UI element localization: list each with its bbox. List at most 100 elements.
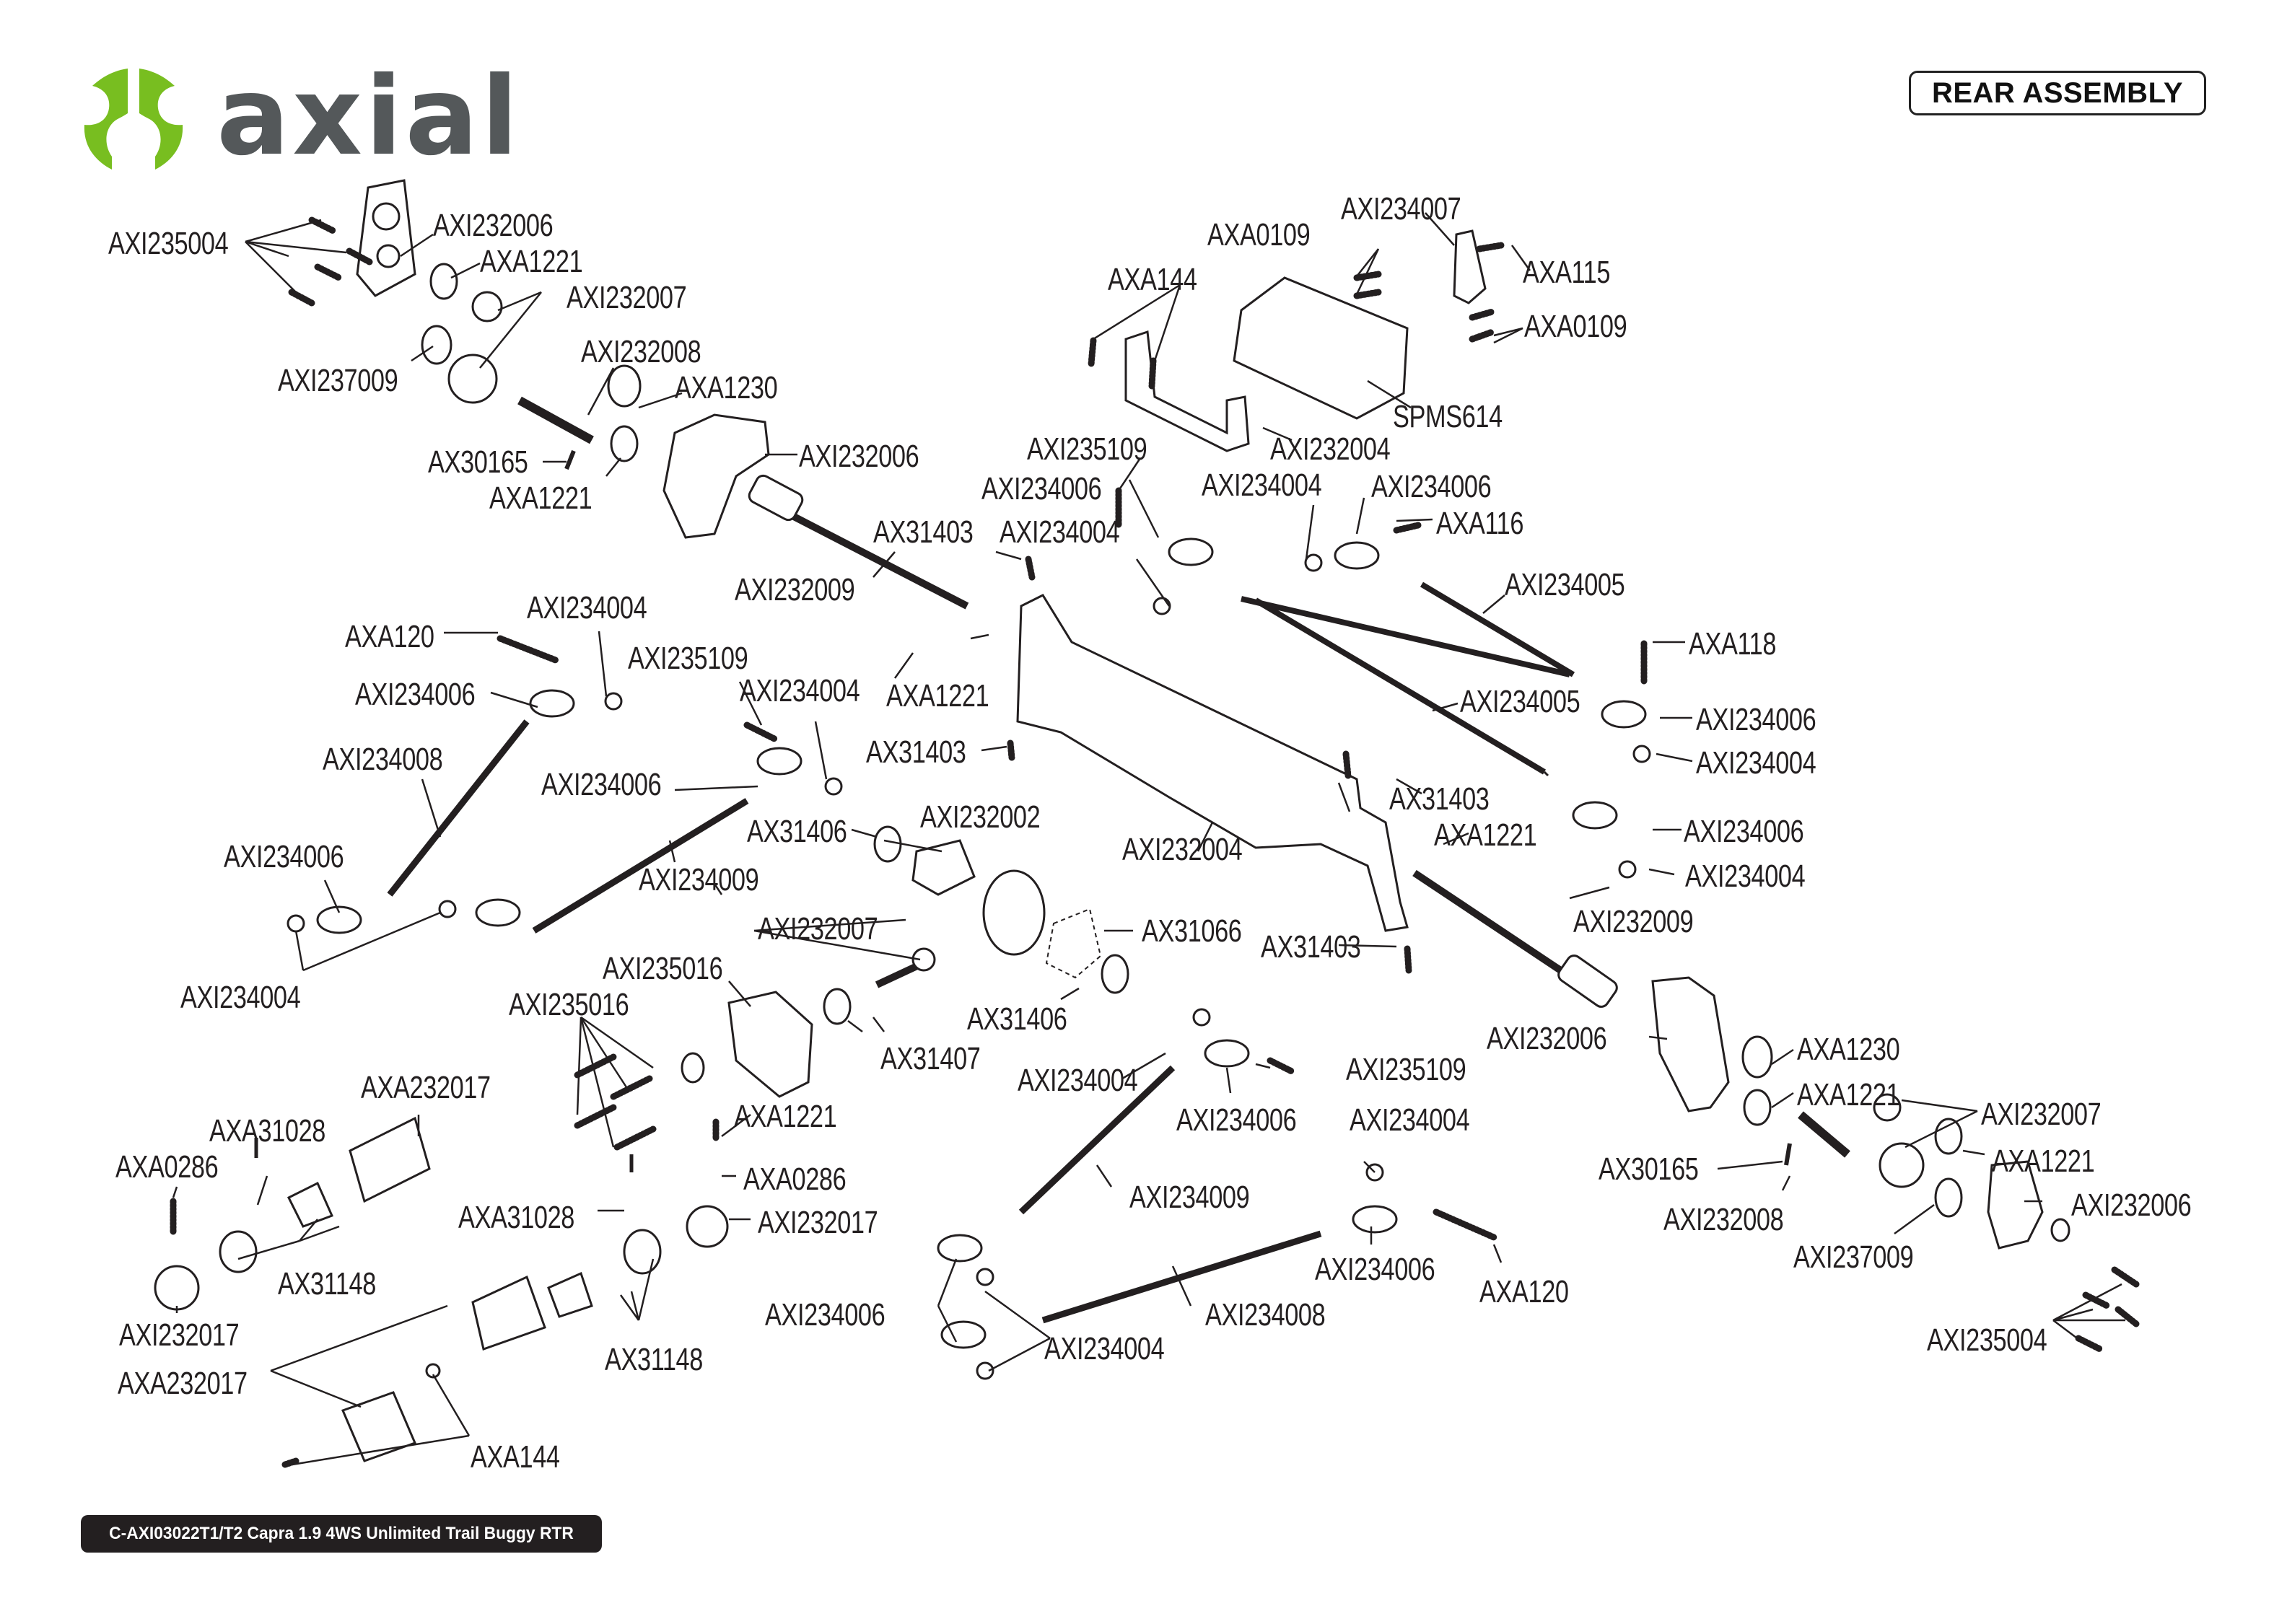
part-label: AXI234006 (1684, 814, 1804, 849)
part-label: AXI234004 (527, 590, 647, 626)
part-label: AX31403 (1389, 781, 1490, 817)
part-label: AXI232007 (1981, 1097, 2102, 1132)
gear-icons-right (1873, 1093, 1925, 1188)
part-label: AXA144 (1108, 262, 1197, 297)
gearbox-cover-left-icon (356, 179, 416, 297)
differential-icon (873, 825, 976, 896)
part-label: AXI234005 (1460, 684, 1580, 719)
part-label: AXI234009 (1129, 1180, 1250, 1215)
servo-horn-icon (1453, 229, 1487, 304)
part-label: AXI234004 (1000, 514, 1120, 550)
part-label: AXI234006 (765, 1297, 885, 1333)
part-label: AXI232009 (735, 572, 855, 607)
part-label: AXI234006 (355, 677, 476, 712)
part-label: AXI235016 (603, 951, 723, 986)
part-label: AXA1221 (734, 1099, 837, 1134)
part-label: AXI235016 (509, 987, 629, 1022)
part-label: AXI234008 (323, 742, 443, 777)
part-label: AXI232004 (1270, 431, 1391, 467)
part-label: AXA116 (1436, 506, 1524, 541)
part-label: AXA0109 (1207, 217, 1311, 253)
part-label: AXI235004 (108, 226, 229, 261)
part-label: AXI234006 (541, 767, 662, 802)
part-label: AXI234009 (639, 862, 759, 897)
part-label: AXA0109 (1524, 309, 1627, 344)
part-label: AXA120 (345, 619, 434, 654)
axle-housing-left-icon (662, 413, 770, 539)
shaft-icon-right (1784, 1111, 1850, 1166)
pin-icon-top-left (564, 449, 576, 470)
part-label: AXA120 (1479, 1274, 1569, 1309)
part-label: AXI235004 (1927, 1322, 2047, 1358)
gear-icons-top-left (447, 291, 503, 404)
bearing-icons-right (1741, 1035, 2070, 1242)
bearing-icons-top-left (421, 263, 642, 462)
part-label: AX30165 (428, 444, 528, 480)
set-screw-icons (170, 1118, 720, 1237)
part-label: AXI234006 (1315, 1252, 1435, 1287)
part-label: AXI232017 (758, 1205, 878, 1240)
part-label: AXA31028 (458, 1200, 574, 1235)
screw-icons-links (497, 487, 1648, 1241)
part-label: AXA115 (1523, 255, 1611, 290)
ring-gear-icon (982, 869, 1046, 956)
part-label: AX31403 (866, 734, 966, 770)
rod-end-icons (316, 537, 1647, 1349)
part-label: AXI232006 (433, 208, 554, 243)
part-label: AX31066 (1142, 913, 1242, 949)
part-label: AXI232006 (799, 439, 919, 474)
part-label: AXI234007 (1341, 191, 1461, 227)
drive-cup-icons (154, 1116, 729, 1351)
link-rod-icons (387, 581, 1575, 1324)
part-label: AXI234004 (740, 673, 860, 708)
part-label: AXI234006 (1696, 702, 1816, 737)
part-label: AXI234004 (1685, 859, 1806, 894)
part-label: AXA0286 (115, 1149, 219, 1185)
part-label: AXA1221 (1797, 1077, 1900, 1112)
part-label: AXI234004 (180, 980, 301, 1015)
screw-icons-servo (1088, 242, 1505, 390)
splined-shaft-icon (281, 1363, 441, 1468)
part-label: AX31406 (747, 814, 847, 849)
shaft-icon-top-left (517, 396, 594, 444)
driveshaft-right-icon (1412, 869, 1618, 1008)
part-label: AX31403 (873, 514, 974, 550)
part-label: AXA1230 (675, 370, 778, 405)
part-label: AXI234006 (981, 471, 1102, 506)
part-label: AXA31028 (209, 1113, 325, 1149)
servo-icon (1233, 276, 1409, 420)
part-label: AXA1221 (1434, 817, 1537, 853)
part-label: AXI234004 (1044, 1331, 1165, 1366)
rear-axle-housing-icon (1016, 594, 1409, 932)
part-label: AXI234006 (1176, 1102, 1297, 1138)
part-label: AXI232007 (567, 280, 687, 315)
part-label: AXA118 (1689, 626, 1777, 662)
diff-housing-icon (727, 991, 813, 1098)
u-joint-icons (287, 1181, 593, 1318)
model-footer: C-AXI03022T1/T2 Capra 1.9 4WS Unlimited … (81, 1515, 602, 1553)
part-label: AXA1221 (1992, 1144, 2095, 1179)
part-label: AX30165 (1599, 1151, 1699, 1187)
part-label: AXA1221 (480, 244, 583, 279)
part-label: AXI232008 (1663, 1202, 1784, 1237)
part-label: AXA232017 (361, 1070, 491, 1105)
screw-icons-diff (574, 1053, 657, 1151)
part-label: AXI232002 (920, 799, 1041, 835)
part-label: AXI234005 (1505, 567, 1625, 602)
part-label: AXI232007 (758, 911, 878, 947)
part-label: AXI235109 (1346, 1052, 1466, 1087)
part-label: AXI232006 (2071, 1188, 2192, 1223)
part-label: AXI234004 (1696, 745, 1816, 781)
pinion-icon (875, 947, 936, 988)
part-label: AXA1221 (886, 678, 989, 714)
gearbox-cover-right-icon (1987, 1160, 2044, 1250)
part-label: SPMS614 (1393, 399, 1503, 434)
part-label: AXI234006 (1371, 469, 1492, 504)
part-label: AXI237009 (1793, 1239, 1914, 1275)
part-label: AXI232017 (119, 1317, 240, 1353)
part-label: AXI235109 (1027, 431, 1147, 467)
axial-mark-icon (84, 69, 183, 170)
screw-icons-bottom-right (2075, 1266, 2140, 1353)
part-label: AXI232008 (581, 334, 701, 369)
